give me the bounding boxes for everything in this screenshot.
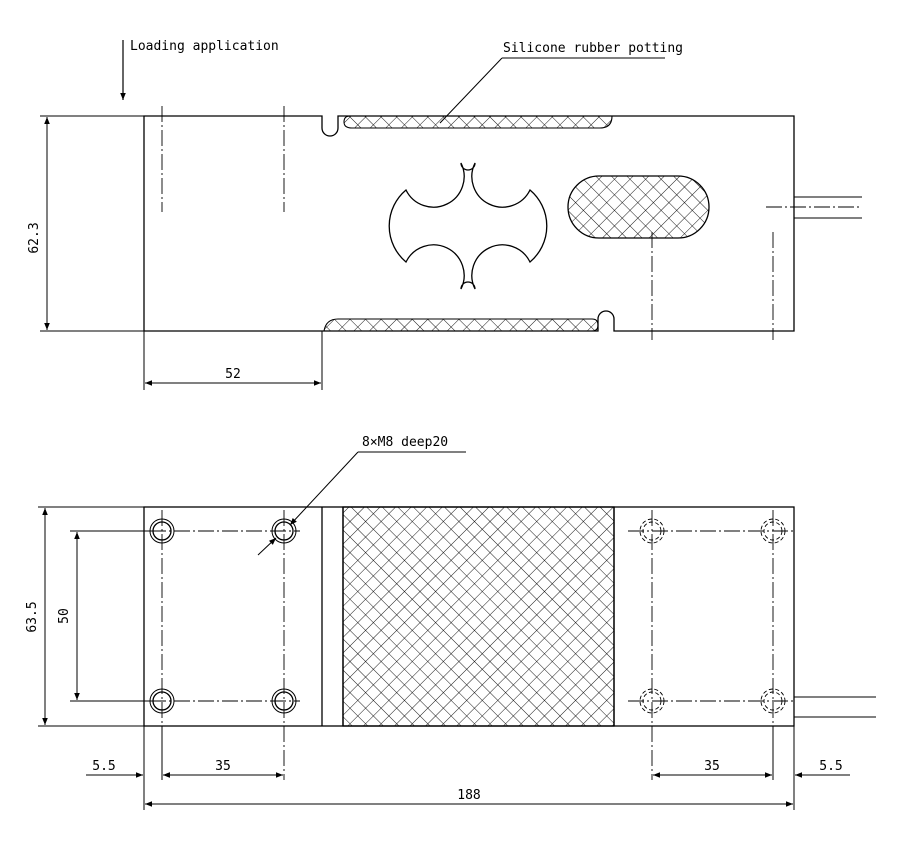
- bottom-view: 8×M8 deep20 63.5 50 5.5 35: [25, 435, 876, 810]
- thread-hole-right-top: [271, 518, 297, 544]
- dim-total-length: 188: [145, 788, 793, 807]
- svg-text:50: 50: [57, 608, 72, 624]
- svg-text:5.5: 5.5: [92, 759, 115, 774]
- thread-note-label: 8×M8 deep20: [362, 435, 448, 450]
- svg-text:5.5: 5.5: [819, 759, 842, 774]
- loading-application-label: Loading application: [130, 39, 279, 54]
- svg-text:62.3: 62.3: [27, 222, 42, 253]
- dim-edge-right: 5.5: [795, 759, 850, 778]
- svg-text:52: 52: [225, 367, 241, 382]
- bottom-potting: [342, 506, 615, 727]
- dim-edge-left: 5.5: [86, 759, 170, 778]
- potting-strip-top: [343, 115, 613, 129]
- side-view: Loading application Silicone rubber pott…: [27, 39, 862, 390]
- cable-bottom: [794, 696, 876, 718]
- load-cell-body-outline: [143, 115, 795, 332]
- hidden-hole-3: [639, 688, 665, 714]
- svg-text:35: 35: [704, 759, 720, 774]
- svg-text:35: 35: [215, 759, 231, 774]
- cable-side: [766, 196, 862, 219]
- dim-hole-spacing-right: 35: [653, 759, 772, 778]
- hidden-hole-1: [639, 518, 665, 544]
- dim-height-bottom: 63.5: [25, 506, 144, 727]
- dim-length-52: 52: [143, 331, 323, 390]
- potting-strip-bottom: [323, 318, 599, 332]
- svg-text:188: 188: [457, 788, 480, 803]
- dim-height-top: 62.3: [27, 115, 144, 332]
- strain-gauge-cutout: [388, 162, 548, 290]
- thread-hole-right-bottom: [271, 688, 297, 714]
- hidden-hole-4: [760, 688, 786, 714]
- side-view-center-lines: [161, 106, 774, 340]
- dim-hole-spacing-vertical: 50: [57, 530, 150, 702]
- thread-note-leader: [257, 451, 466, 556]
- silicone-rubber-potting-label: Silicone rubber potting: [503, 41, 683, 56]
- dim-hole-spacing-left: 35: [163, 759, 283, 778]
- hidden-hole-2: [760, 518, 786, 544]
- svg-text:63.5: 63.5: [25, 601, 40, 632]
- potted-slot: [567, 175, 710, 239]
- potting-leader: [439, 57, 665, 124]
